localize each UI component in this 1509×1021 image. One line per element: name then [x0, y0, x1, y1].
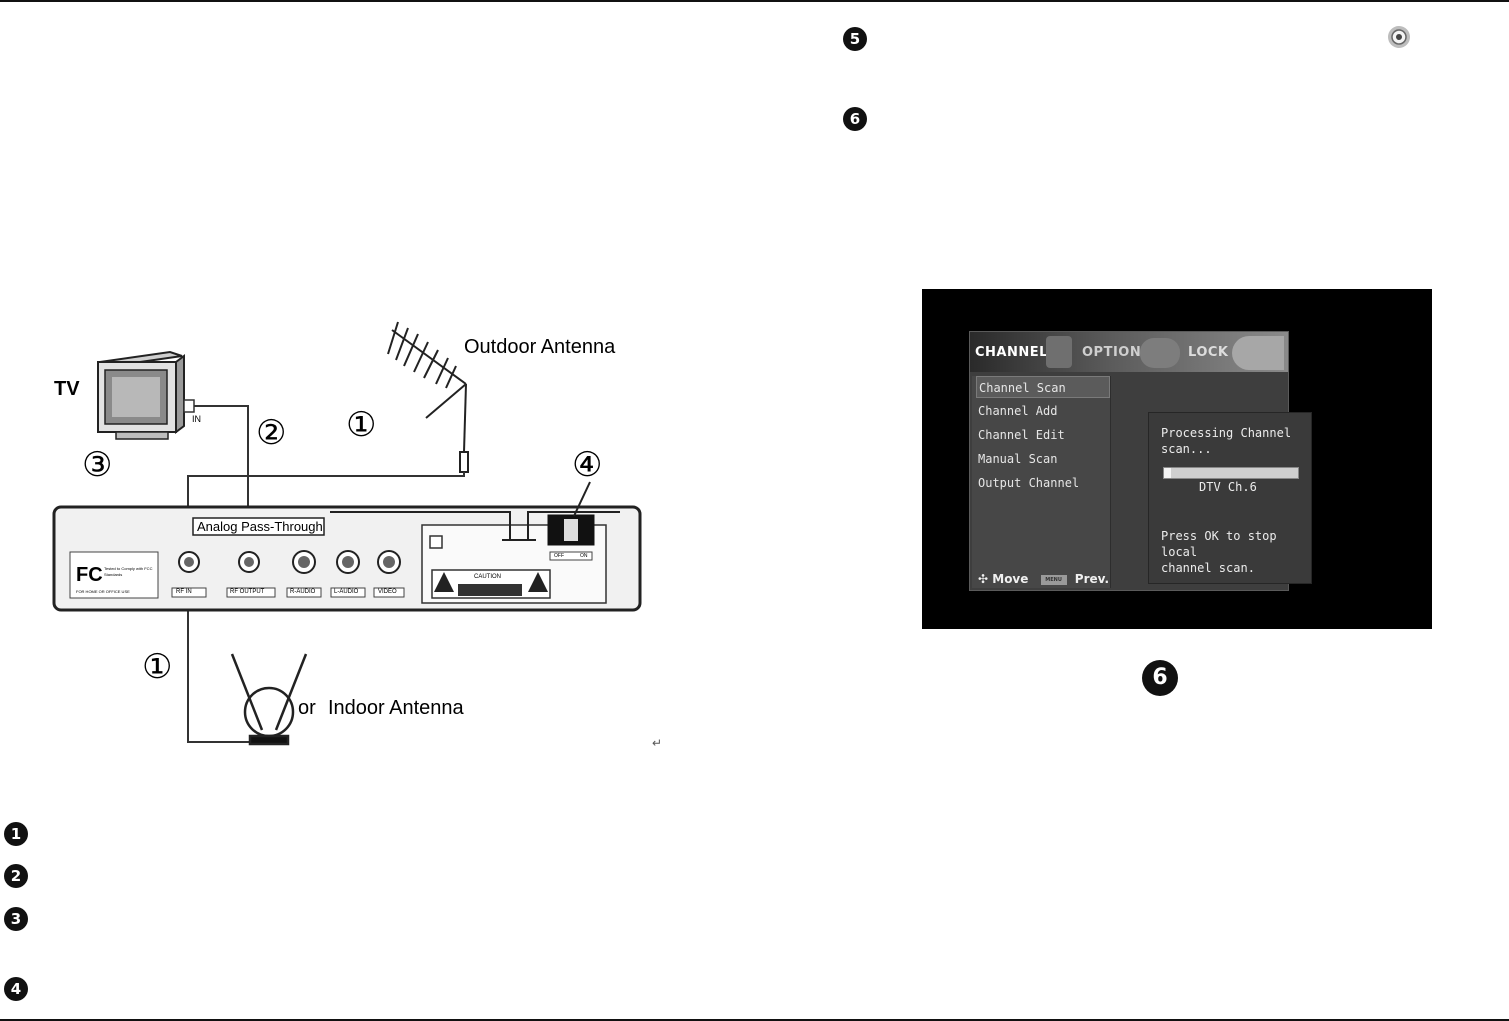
menu-key-icon: MENU — [1040, 574, 1067, 585]
menu-list: Channel Scan Channel Add Channel Edit Ma… — [972, 376, 1111, 588]
scan-progress-fill — [1164, 468, 1171, 478]
channel-tab-icon — [1046, 336, 1072, 368]
fcc-compliance-text: Tested to Comply with FCC Standards — [104, 566, 153, 577]
connection-diagram: TV IN Outdoor Antenna or Indoor Antenna … — [0, 0, 760, 780]
tv-screen-capture: CHANNEL OPTION LOCK Channel Scan Channel… — [922, 289, 1432, 629]
outdoor-antenna-label: Outdoor Antenna — [464, 336, 616, 358]
fcc-footer-text: FOR HOME OR OFFICE USE — [76, 589, 130, 594]
indoor-antenna-or: or — [298, 697, 316, 719]
step-6-bullet: 6 — [843, 107, 867, 131]
bottom-rule — [0, 1019, 1509, 1021]
tv-label: TV — [54, 378, 80, 400]
tv-port-label: IN — [192, 414, 201, 424]
step-4-bullet: 4 — [4, 977, 28, 1001]
tab-lock[interactable]: LOCK — [1188, 345, 1229, 360]
menu-item-channel-add[interactable]: Channel Add — [978, 404, 1058, 418]
port-label-video: VIDEO — [378, 589, 397, 595]
scan-progress-bar — [1163, 467, 1299, 479]
menu-item-channel-edit[interactable]: Channel Edit — [978, 428, 1065, 442]
step-1-bullet: 1 — [4, 822, 28, 846]
lock-tab-icon — [1232, 336, 1284, 370]
menu-item-output-channel[interactable]: Output Channel — [978, 476, 1080, 490]
fcc-logo: FC — [76, 564, 103, 586]
menu-key-label: MENU — [1045, 576, 1062, 583]
menu-item-manual-scan[interactable]: Manual Scan — [978, 452, 1058, 466]
converter-box-back-panel — [52, 481, 642, 612]
outdoor-antenna-illustration — [387, 321, 469, 473]
figure-6-bullet: 6 — [1142, 660, 1178, 696]
option-tab-icon — [1140, 338, 1180, 368]
tv-illustration — [97, 350, 185, 440]
tab-option[interactable]: OPTION — [1082, 345, 1142, 360]
top-rule — [0, 0, 1509, 2]
remote-ok-button-icon — [1387, 25, 1411, 49]
analog-passthrough-label: Analog Pass-Through — [197, 519, 323, 534]
current-channel-text: DTV Ch.6 — [1199, 480, 1257, 494]
port-label-r-audio: R-AUDIO — [290, 589, 316, 595]
scan-progress-dialog: Processing Channel scan... DTV Ch.6 Pres… — [1148, 412, 1312, 584]
callout-4: ④ — [572, 445, 603, 485]
cable-tv-to-rf-output — [184, 405, 249, 555]
switch-on-label: ON — [580, 553, 588, 559]
move-arrows-icon: ✣ — [978, 572, 989, 586]
processing-text: Processing Channel scan... — [1161, 426, 1292, 456]
stop-scan-instruction: Press OK to stop local channel scan. — [1161, 529, 1277, 575]
hint-move: Move — [992, 572, 1029, 586]
step-3-bullet: 3 — [4, 907, 28, 931]
menu-hint-bar: ✣ Move MENU Prev. — [978, 572, 1109, 586]
diagram-drawing — [52, 321, 642, 746]
caution-label: CAUTION — [474, 574, 501, 580]
port-label-rf-in: RF IN — [176, 589, 192, 595]
step-2-bullet: 2 — [4, 864, 28, 888]
cable-antenna-to-rf-in — [187, 472, 465, 743]
switch-off-label: OFF — [554, 553, 564, 559]
indoor-antenna-illustration — [230, 653, 308, 746]
indoor-antenna-label: Indoor Antenna — [328, 697, 464, 719]
port-label-rf-output: RF OUTPUT — [230, 589, 265, 595]
callout-1-outdoor: ① — [346, 405, 377, 445]
menu-tab-bar: CHANNEL OPTION LOCK — [970, 332, 1288, 372]
port-label-l-audio: L-AUDIO — [334, 589, 359, 595]
callout-3: ③ — [82, 445, 113, 485]
callout-2: ② — [256, 413, 287, 453]
return-mark: ↵ — [652, 736, 663, 750]
step-5-bullet: 5 — [843, 27, 867, 51]
hint-prev: Prev. — [1074, 572, 1110, 586]
callout-1-indoor: ① — [142, 647, 173, 687]
tab-channel[interactable]: CHANNEL — [975, 345, 1048, 360]
menu-item-channel-scan[interactable]: Channel Scan — [976, 376, 1110, 398]
